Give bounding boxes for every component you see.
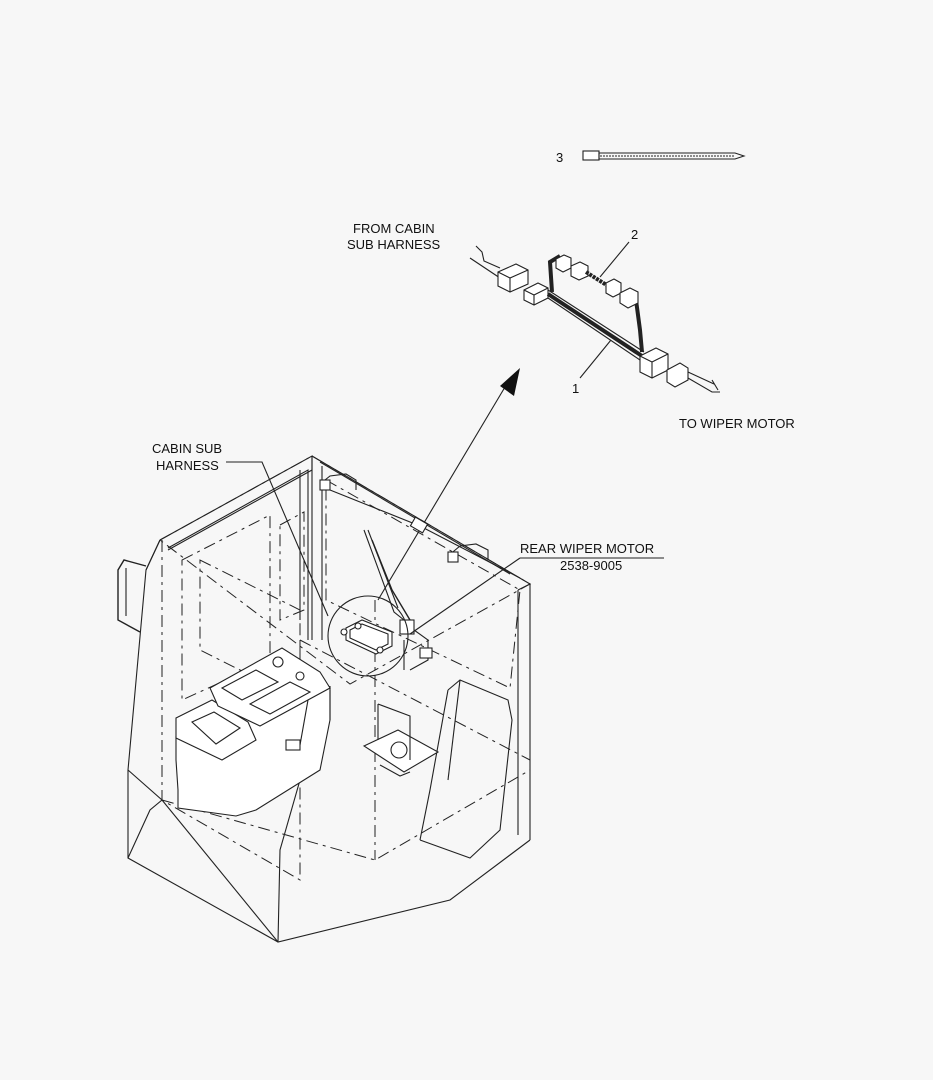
detail-circle — [327, 595, 409, 677]
callout-3: 3 — [556, 150, 563, 165]
from-cabin-label-line1: FROM CABIN — [353, 221, 435, 236]
cabin-sub-harness-label-line1: CABIN SUB — [152, 441, 222, 456]
cabin-drawing — [117, 455, 664, 943]
rear-wiper-motor-part-number: 2538-9005 — [560, 558, 622, 573]
rear-wiper-motor-label: REAR WIPER MOTOR — [520, 541, 654, 556]
callout-1: 1 — [572, 381, 579, 396]
wiper-harness-detail — [469, 241, 720, 393]
cable-tie — [582, 150, 746, 161]
detail-arrow — [377, 368, 520, 601]
from-cabin-label-line2: SUB HARNESS — [347, 237, 441, 252]
to-wiper-motor-label: TO WIPER MOTOR — [679, 416, 795, 431]
callout-2: 2 — [631, 227, 638, 242]
cabin-sub-harness-label-line2: HARNESS — [156, 458, 219, 473]
